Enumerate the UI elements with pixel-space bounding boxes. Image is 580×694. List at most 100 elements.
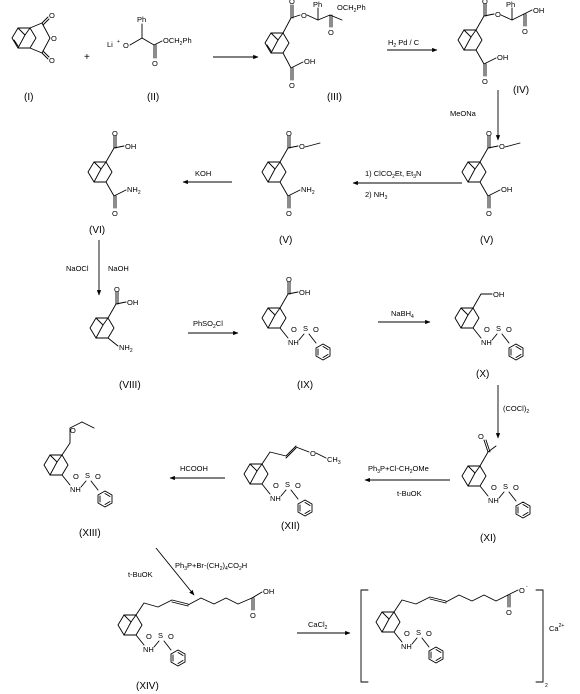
compound-iii-structure: O O Ph O OCH2Ph OH O [264,0,366,90]
condition-meona: MeONa [450,109,477,118]
atom-o: O [70,426,76,435]
condition-h2-pdc: H2 Pd / C [388,38,420,49]
compound-ii-structure: Li + O Ph O OCH2Ph [107,15,192,68]
atom-o: O [522,27,528,36]
atom-o: O [289,81,295,90]
atom-o: O [286,209,292,218]
bracket-subscript: 2 [545,683,548,689]
atom-o: O [519,586,525,595]
condition-naocl: NaOCl [66,264,89,273]
compound-viii-structure: O OH NH2 [89,285,138,354]
atom-o: O [301,11,307,20]
atom-o: O [478,432,484,441]
compound-xiv-structure: O OH NH O S O [117,587,274,667]
compound-xii-structure: O CH3 NH O S O [243,445,341,517]
atom-o: O [495,10,501,19]
condition-koh: KOH [195,169,211,178]
atom-nh: NH [288,338,299,347]
compound-label-xiii: (XIII) [79,528,101,539]
compound-label-i: (I) [24,92,33,103]
compound-iv-structure: O O Ph O OH OH O [457,0,544,86]
atom-o: O [291,325,297,334]
atom-o: O [295,481,301,490]
compound-i-structure: O O O [11,11,57,65]
condition-nabh4: NaBH4 [391,309,414,320]
calcium-salt-structure: O O - NH O S O 2 Ca2+ [360,584,564,689]
atom-o: O [482,77,488,86]
atom-oh: OH [304,57,315,66]
compound-label-ii: (II) [147,92,159,103]
atom-o: O [49,56,55,65]
condition-nh3: 2) NH3 [365,190,388,201]
condition-wittig-acid: Ph3P+Br-(CH2)4CO2H [175,561,247,572]
atom-nh: NH [143,645,154,654]
atom-s: S [303,324,308,333]
atom-oh: OH [127,298,138,307]
atom-o: O [168,632,174,641]
atom-o: O [426,629,432,638]
atom-ph: Ph [313,0,322,9]
compound-label-x: (X) [476,369,489,380]
atom-o: O [310,449,316,458]
compound-label-viii: (VIII) [119,380,141,391]
atom-oh: OH [263,587,274,596]
group-nh2: NH2 [127,185,141,196]
compound-v-middle-structure: O O NH2 O [261,129,321,218]
atom-s: S [85,471,90,480]
compound-label-vi: (VI) [89,225,105,236]
atom-oh: OH [493,290,504,299]
atom-o: O [51,34,57,43]
atom-oh: OH [533,6,544,15]
condition-clco2et: 1) ClCO2Et, Et3N [365,169,421,180]
compound-xi-structure: O NH O S O [461,432,531,519]
atom-o: O [328,28,334,37]
atom-o: O [114,285,120,294]
atom-o: O [250,611,256,620]
condition-wittig-methoxy: Ph3P+Cl-CH2OMe [368,464,429,475]
atom-o: O [112,209,118,218]
atom-s: S [158,631,163,640]
atom-li: Li [107,40,113,49]
compound-vi-structure: O OH NH2 O [87,129,141,218]
atom-o: O [286,129,292,138]
condition-cacl2: CaCl2 [308,620,328,631]
compound-label-xiv: (XIV) [136,681,159,692]
atom-s: S [496,324,501,333]
compound-label-v-middle: (V) [279,235,292,246]
group-nh2: NH2 [119,343,133,354]
atom-nh: NH [270,494,281,503]
atom-nh: NH [70,485,81,494]
condition-naoh: NaOH [108,264,129,273]
compound-ix-structure: O OH NH O S O [261,275,331,361]
group-nh2: NH2 [301,185,315,196]
atom-o: O [152,59,158,68]
atom-o: O [506,325,512,334]
atom-o: O [112,129,118,138]
atom-o: O [146,632,152,641]
atom-o: O [273,481,279,490]
right-bracket [535,589,544,683]
atom-oh: OH [299,288,310,297]
atom-o: O [491,483,497,492]
condition-cocl2: (COCl)2 [503,404,529,415]
compound-xiii-structure: O NH O S O [43,421,113,508]
atom-nh: NH [401,642,412,651]
atom-nh: NH [488,496,499,505]
atom-o: O [313,325,319,334]
compound-label-xi: (XI) [480,533,496,544]
left-bracket [360,589,369,683]
atom-o: O [286,275,292,284]
atom-o: O [513,483,519,492]
calcium-ion: Ca2+ [549,623,564,633]
atom-o: O [299,142,305,151]
compound-label-v-right: (V) [480,235,493,246]
o-minus-charge: - [526,584,528,590]
atom-o: O [499,142,505,151]
atom-o: O [95,472,101,481]
atom-o: O [123,41,129,50]
atom-o: O [486,209,492,218]
atom-nh: NH [481,338,492,347]
condition-hcooh: HCOOH [180,464,208,473]
condition-phso2cl: PhSO2Cl [193,319,223,330]
